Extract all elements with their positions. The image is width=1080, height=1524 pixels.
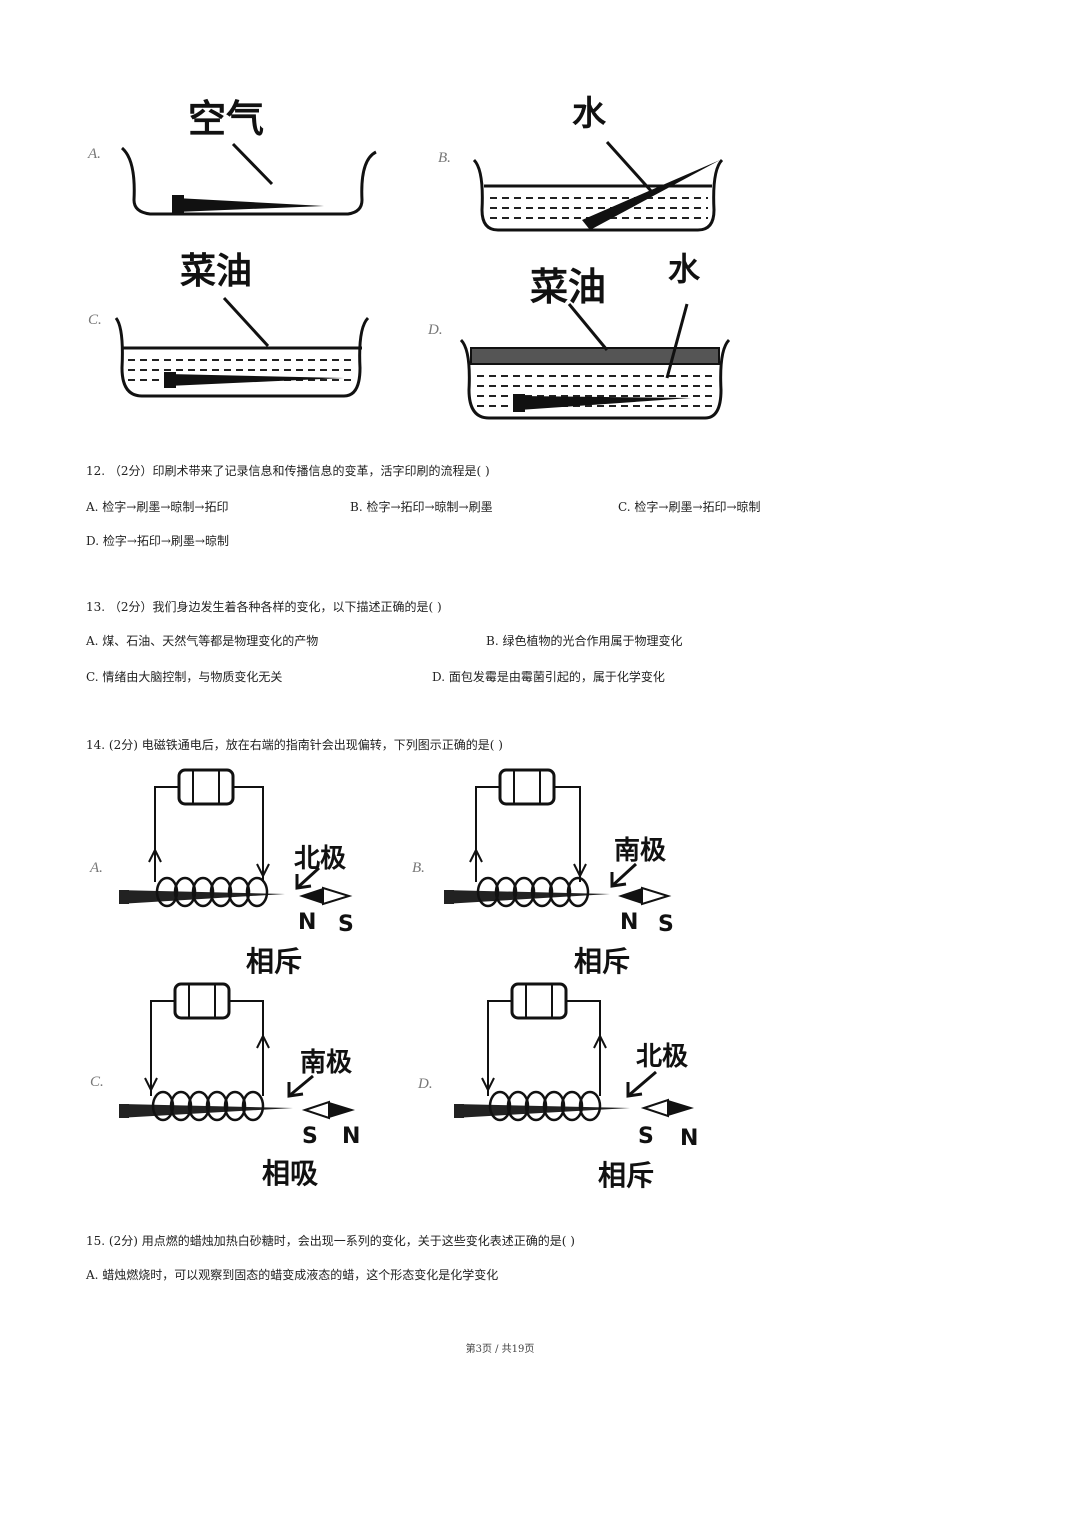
em-figure-a-pole: 北极 — [294, 844, 347, 874]
em-figure-c-pole: 南极 — [300, 1048, 353, 1078]
em-figure-b-left-pole: N — [620, 910, 639, 935]
figure-a-caption: 空气 — [188, 97, 265, 141]
figure-b-caption: 水 — [572, 94, 606, 134]
em-figure-a-label: A. — [90, 860, 103, 876]
q12-option-b[interactable]: B. 检字→拓印→晾制→刷墨 — [350, 500, 493, 514]
em-figure-b-right-pole: S — [658, 912, 674, 937]
figure-a-label: A. — [88, 146, 101, 162]
em-figure-d-relation: 相斥 — [598, 1159, 655, 1192]
em-figure-a-diagram — [119, 768, 353, 908]
q13-option-b[interactable]: B. 绿色植物的光合作用属于物理变化 — [486, 634, 683, 648]
em-figure-b-diagram — [444, 768, 672, 908]
em-figure-d-pole: 北极 — [636, 1042, 689, 1072]
figure-d-caption-oil: 菜油 — [530, 265, 607, 309]
em-figure-b-pole: 南极 — [614, 836, 667, 866]
em-figure-d-left-pole: S — [638, 1124, 654, 1149]
dish-oil-water-diagram — [459, 303, 731, 420]
q13-option-d[interactable]: D. 面包发霉是由霉菌引起的，属于化学变化 — [432, 670, 665, 684]
em-figure-d-label: D. — [418, 1076, 433, 1092]
q12-stem: 12. （2分）印刷术带来了记录信息和传播信息的变革，活字印刷的流程是( ) — [86, 464, 490, 478]
q15-stem: 15. (2分) 用点燃的蜡烛加热白砂糖时，会出现一系列的变化，关于这些变化表述… — [86, 1234, 575, 1248]
figure-d-label: D. — [428, 322, 443, 338]
em-figure-a-left-pole: N — [298, 910, 317, 935]
em-figure-a-relation: 相斥 — [246, 945, 303, 978]
figure-d-caption-water: 水 — [668, 250, 701, 288]
em-figure-b-label: B. — [412, 860, 425, 876]
dish-air-diagram — [120, 142, 377, 216]
q13-option-a[interactable]: A. 煤、石油、天然气等都是物理变化的产物 — [86, 634, 319, 648]
q15-option-a[interactable]: A. 蜡烛燃烧时，可以观察到固态的蜡变成液态的蜡，这个形态变化是化学变化 — [86, 1268, 499, 1282]
em-figure-c-label: C. — [90, 1074, 104, 1090]
figure-c-caption: 菜油 — [180, 251, 253, 292]
figure-c-label: C. — [88, 312, 102, 328]
em-figure-a-right-pole: S — [338, 912, 354, 937]
q14-stem: 14. (2分) 电磁铁通电后，放在右端的指南针会出现偏转，下列图示正确的是( … — [86, 738, 503, 752]
em-figure-c-left-pole: S — [302, 1124, 318, 1149]
page-footer: 第3页 / 共19页 — [465, 1344, 535, 1355]
dish-oil-diagram — [114, 296, 370, 398]
em-figure-d-diagram — [454, 982, 694, 1122]
q12-option-a[interactable]: A. 检字→刷墨→晾制→拓印 — [86, 500, 229, 514]
q13-option-c[interactable]: C. 情绪由大脑控制，与物质变化无关 — [86, 670, 283, 684]
q12-option-c[interactable]: C. 检字→刷墨→拓印→晾制 — [618, 500, 761, 514]
em-figure-c-diagram — [119, 982, 355, 1122]
em-figure-c-right-pole: N — [342, 1124, 361, 1149]
em-figure-c-relation: 相吸 — [262, 1157, 319, 1190]
q12-option-d[interactable]: D. 检字→拓印→刷墨→晾制 — [86, 534, 229, 548]
q13-stem: 13. （2分）我们身边发生着各种各样的变化，以下描述正确的是( ) — [86, 600, 442, 614]
dish-water-diagram — [472, 140, 724, 232]
em-figure-b-relation: 相斥 — [574, 945, 631, 978]
em-figure-d-right-pole: N — [680, 1126, 699, 1151]
figure-b-label: B. — [438, 150, 451, 166]
